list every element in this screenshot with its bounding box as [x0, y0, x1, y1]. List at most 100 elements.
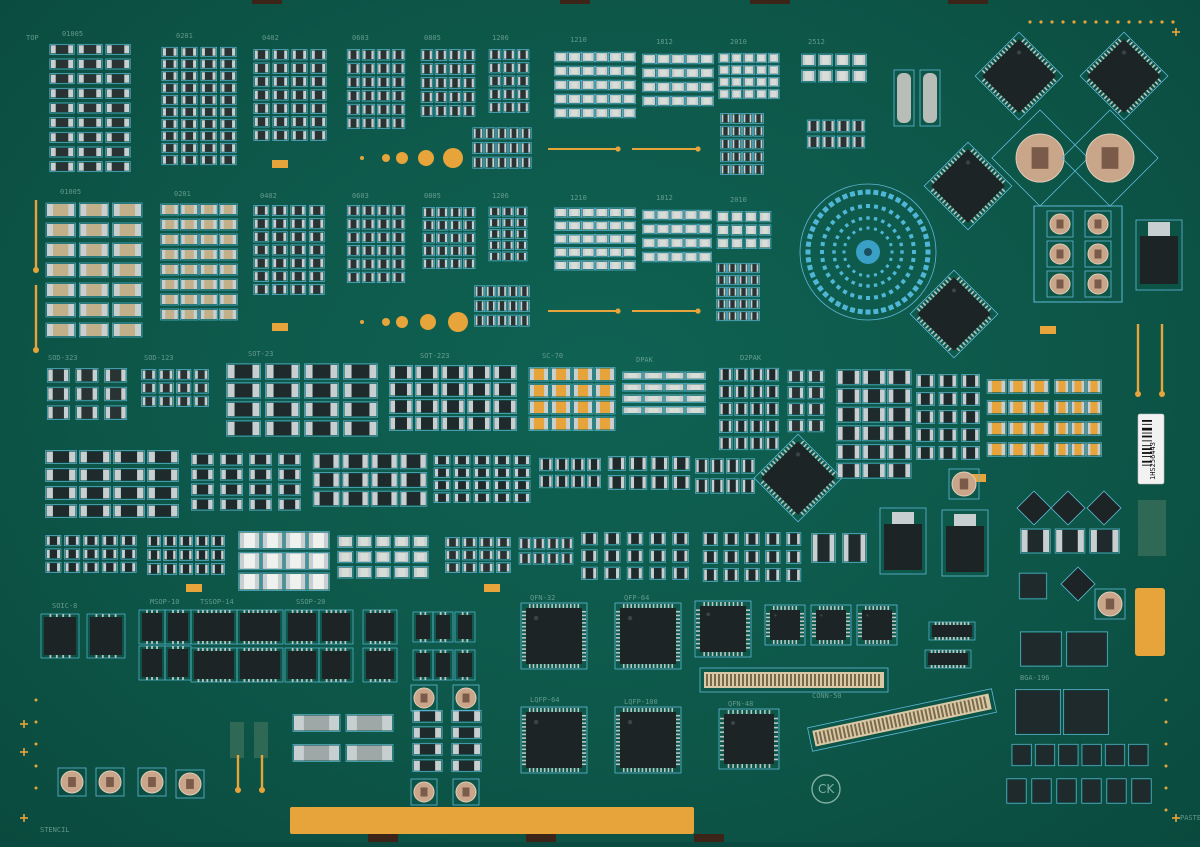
ssop-package [285, 648, 319, 682]
silkscreen-label: QFN-32 [530, 594, 555, 602]
chip-array-row1 [347, 206, 405, 283]
fiducial-dot [1072, 20, 1075, 23]
silkscreen-label: PASTE [1180, 814, 1200, 822]
barcode-bar [1142, 436, 1152, 438]
diode-array [413, 710, 481, 771]
chip-array-row2 [142, 370, 209, 407]
qfn-48-ic [695, 601, 751, 657]
crystal-oscillator [894, 70, 914, 126]
qfn-32-ic [765, 605, 805, 645]
fiducial-dot [1171, 20, 1174, 23]
chip-array-2010 [719, 53, 779, 98]
barcode-bar [1142, 440, 1152, 441]
chip-array-0603 [347, 50, 405, 129]
small-package-row [1012, 744, 1148, 766]
fiducial-dot [1138, 20, 1141, 23]
gold-trace [1137, 324, 1139, 394]
electrolytic-capacitor-small [1085, 271, 1111, 297]
gold-pad [1135, 588, 1165, 656]
dark-chip-array [389, 366, 516, 431]
silkscreen-label: SOD-323 [48, 354, 78, 362]
silkscreen-label: 2512 [808, 38, 825, 46]
tssop-package [237, 610, 283, 644]
fiducial-dot [35, 743, 38, 746]
cross-fiducial [23, 814, 25, 822]
gold-via [396, 316, 408, 328]
capacitor-array-1 [46, 203, 142, 337]
gold-trace [35, 285, 37, 350]
fiducial-dot [35, 787, 38, 790]
tssop-package [191, 648, 237, 682]
silkscreen-label: 1210 [570, 36, 587, 44]
gold-via [418, 150, 434, 166]
silkscreen-label: D2PAK [740, 354, 762, 362]
silkscreen-label: 0805 [424, 34, 441, 42]
marker-pad [272, 323, 288, 331]
lqfp-100-ic [521, 707, 587, 773]
fiducial-dot [1165, 699, 1168, 702]
dark-chip-array [916, 374, 979, 459]
edge-tab [750, 0, 790, 4]
sod-package [455, 650, 475, 680]
silkscreen-label: SOD-123 [144, 354, 174, 362]
gold-pad-dot [695, 146, 700, 151]
electrolytic-capacitor-small [1095, 589, 1125, 619]
sod-package [433, 612, 453, 642]
ssop-package [363, 648, 397, 682]
gold-edge-bar [290, 807, 694, 834]
silkscreen-label: 2010 [730, 38, 747, 46]
chip-array-01005 [50, 44, 130, 171]
marker-pad [186, 584, 202, 592]
chip-array-0402 [254, 50, 326, 141]
sot223-array [812, 534, 867, 563]
chip-array-2512 [802, 54, 867, 82]
dark-chip-array [46, 451, 179, 518]
rotated-package [1017, 491, 1051, 525]
chip-array-small [721, 113, 764, 174]
qfn-32-ic [811, 605, 851, 645]
fiducial-dot [35, 699, 38, 702]
electrolytic-capacitor-small [96, 768, 124, 796]
msop-package [165, 646, 191, 680]
silkscreen-label: BGA-196 [1020, 674, 1050, 682]
electrolytic-capacitor-small [1085, 241, 1111, 267]
silkscreen-label: TOP [26, 34, 39, 42]
gold-trace [237, 755, 239, 790]
electrolytic-capacitor-small [453, 685, 479, 711]
serial-barcode-label: 1HS256443 [1138, 414, 1164, 484]
blank-area [1138, 500, 1166, 556]
electrolytic-capacitor-small [58, 768, 86, 796]
gold-trace [35, 200, 37, 270]
msop-package [165, 610, 191, 644]
barcode-bar [1142, 433, 1152, 434]
silkscreen-label: 0603 [352, 192, 369, 200]
capacitor-array-2 [161, 204, 237, 320]
cross-fiducial [23, 720, 25, 728]
gold-pad-dot [33, 267, 39, 273]
fiducial-dot [1165, 721, 1168, 724]
fiducial-dot [1165, 787, 1168, 790]
gold-via [396, 152, 408, 164]
led-array [239, 532, 330, 591]
crystal-oscillator [920, 70, 940, 126]
dark-chip-array [608, 457, 690, 490]
ssop-package [363, 610, 397, 644]
silkscreen-label: QFN-48 [728, 700, 753, 708]
silkscreen-label: 01005 [62, 30, 83, 38]
gold-pad-dot [1135, 391, 1141, 397]
rotated-package [1087, 491, 1121, 525]
electrolytic-capacitor-large [1086, 134, 1134, 182]
qfp-ic-mid [924, 142, 1012, 230]
lqfp-64-ic [521, 603, 587, 669]
power-package-pair [1015, 689, 1108, 734]
silkscreen-label: 0603 [352, 34, 369, 42]
bga-ic [719, 709, 779, 769]
ck-logo: CK [812, 775, 840, 803]
chip-array-1210 [554, 52, 635, 118]
gold-trace [632, 148, 698, 150]
fiducial-dot [1116, 20, 1119, 23]
board-connector-50 [700, 668, 888, 692]
gold-pad-dot [259, 787, 265, 793]
fiducial-dot [1094, 20, 1097, 23]
gold-trace [548, 310, 618, 312]
